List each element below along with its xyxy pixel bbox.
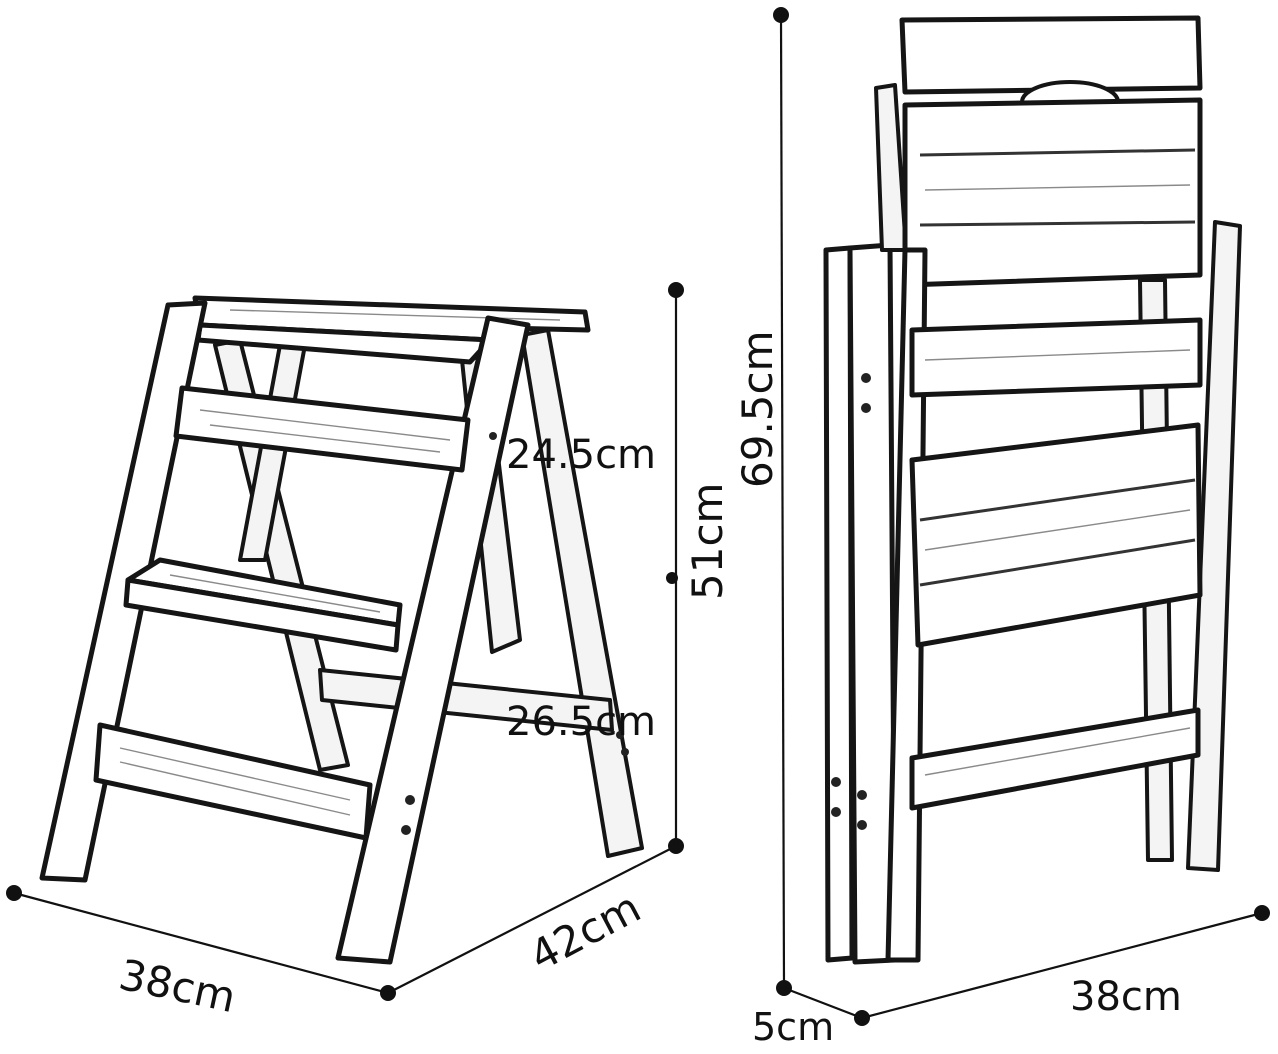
label-height-folded: 69.5cm <box>733 330 782 488</box>
folded-seat-panel <box>902 97 1203 288</box>
folded-seat-top <box>899 15 1203 95</box>
folded-stool-illustration <box>823 15 1242 965</box>
label-width-unfolded: 38cm <box>115 950 240 1022</box>
folded-bottom-rail <box>909 707 1201 811</box>
folded-upper-step <box>909 317 1203 398</box>
label-width-folded: 38cm <box>1070 974 1182 1020</box>
upper-step <box>173 385 471 473</box>
label-lower-step-height: 26.5cm <box>506 699 656 745</box>
front-leg-right <box>335 315 531 965</box>
folded-back-leg-right <box>1186 220 1242 872</box>
rear-leg-right <box>520 328 644 858</box>
lower-step-front <box>123 577 401 653</box>
dimension-lines <box>6 7 1270 1026</box>
folded-left-rail-outer <box>823 245 855 963</box>
front-bottom-rail <box>93 722 373 841</box>
unfolded-stool-illustration <box>39 295 644 965</box>
label-thickness-folded: 5cm <box>752 1005 834 1049</box>
label-height-unfolded: 51cm <box>683 483 732 600</box>
folded-lower-step <box>909 422 1203 648</box>
label-upper-step-height: 24.5cm <box>506 432 656 478</box>
front-leg-left <box>39 300 208 883</box>
label-depth-unfolded: 42cm <box>522 882 649 980</box>
folded-top-upright <box>874 83 908 252</box>
rear-lower-rail <box>318 668 614 732</box>
